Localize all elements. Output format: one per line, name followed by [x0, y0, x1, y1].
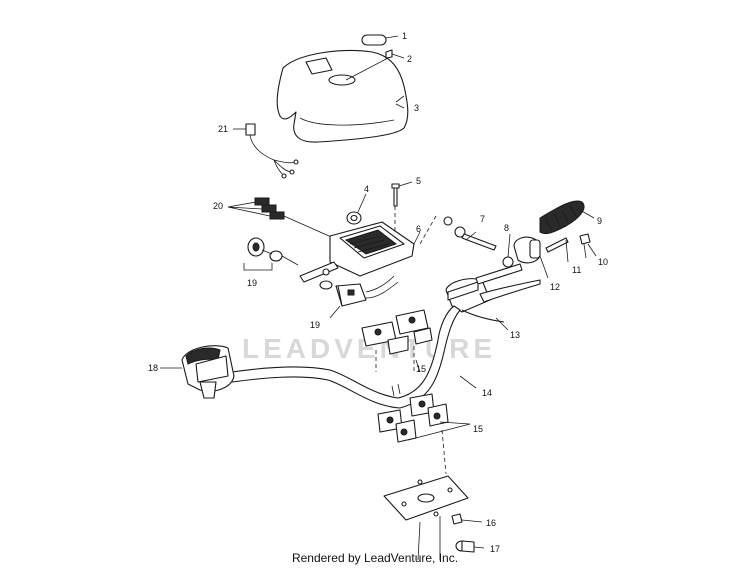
part-grip: [539, 200, 595, 235]
callout-15b: 15: [473, 424, 483, 434]
part-handlebar: [231, 305, 477, 409]
callout-1: 1: [402, 31, 407, 41]
part-switch-upper: [243, 237, 299, 271]
callout-12: 12: [550, 282, 560, 292]
part-bushing: [346, 193, 367, 225]
callout-3: 3: [414, 103, 419, 113]
part-clip: [345, 49, 405, 81]
callout-17: 17: [490, 544, 500, 554]
part-pads: [227, 197, 339, 241]
callout-20: 20: [213, 201, 223, 211]
callout-7: 7: [480, 214, 485, 224]
callout-8: 8: [504, 223, 509, 233]
part-handlebar-cover: [276, 50, 409, 143]
callout-19b: 19: [310, 320, 320, 330]
part-screw: [565, 239, 569, 263]
part-brake-master: [445, 263, 541, 331]
part-lock-nut: [451, 513, 483, 525]
part-mounting-plate: [383, 475, 469, 561]
footer-credit: Rendered by LeadVenture, Inc.: [291, 551, 459, 565]
part-clamps-upper: [361, 309, 433, 373]
part-clamps-lower: [377, 393, 471, 475]
callout-16: 16: [486, 518, 496, 528]
part-throttle-housing: [513, 236, 569, 279]
callout-5: 5: [416, 176, 421, 186]
callout-6: 6: [416, 224, 421, 234]
part-cable-clamp: [455, 540, 485, 553]
callout-21: 21: [218, 124, 228, 134]
part-left-control: [160, 345, 235, 399]
part-cap: [579, 233, 597, 257]
part-throttle-cable: [419, 215, 497, 251]
callout-2: 2: [407, 54, 412, 64]
part-wire-harness: [233, 123, 299, 179]
callout-4: 4: [364, 184, 369, 194]
callout-14: 14: [482, 388, 492, 398]
callout-19a: 19: [247, 278, 257, 288]
callout-11: 11: [572, 265, 581, 275]
part-bolt: [391, 181, 413, 232]
part-decal: [361, 34, 399, 46]
callout-15a: 15: [416, 364, 426, 374]
part-control-housing: [299, 221, 421, 283]
callout-18: 18: [148, 363, 158, 373]
part-nut: [502, 233, 514, 268]
callout-9: 9: [597, 216, 602, 226]
part-switch-lower: [319, 275, 399, 319]
callout-13: 13: [510, 330, 520, 340]
callout-10: 10: [598, 257, 608, 267]
